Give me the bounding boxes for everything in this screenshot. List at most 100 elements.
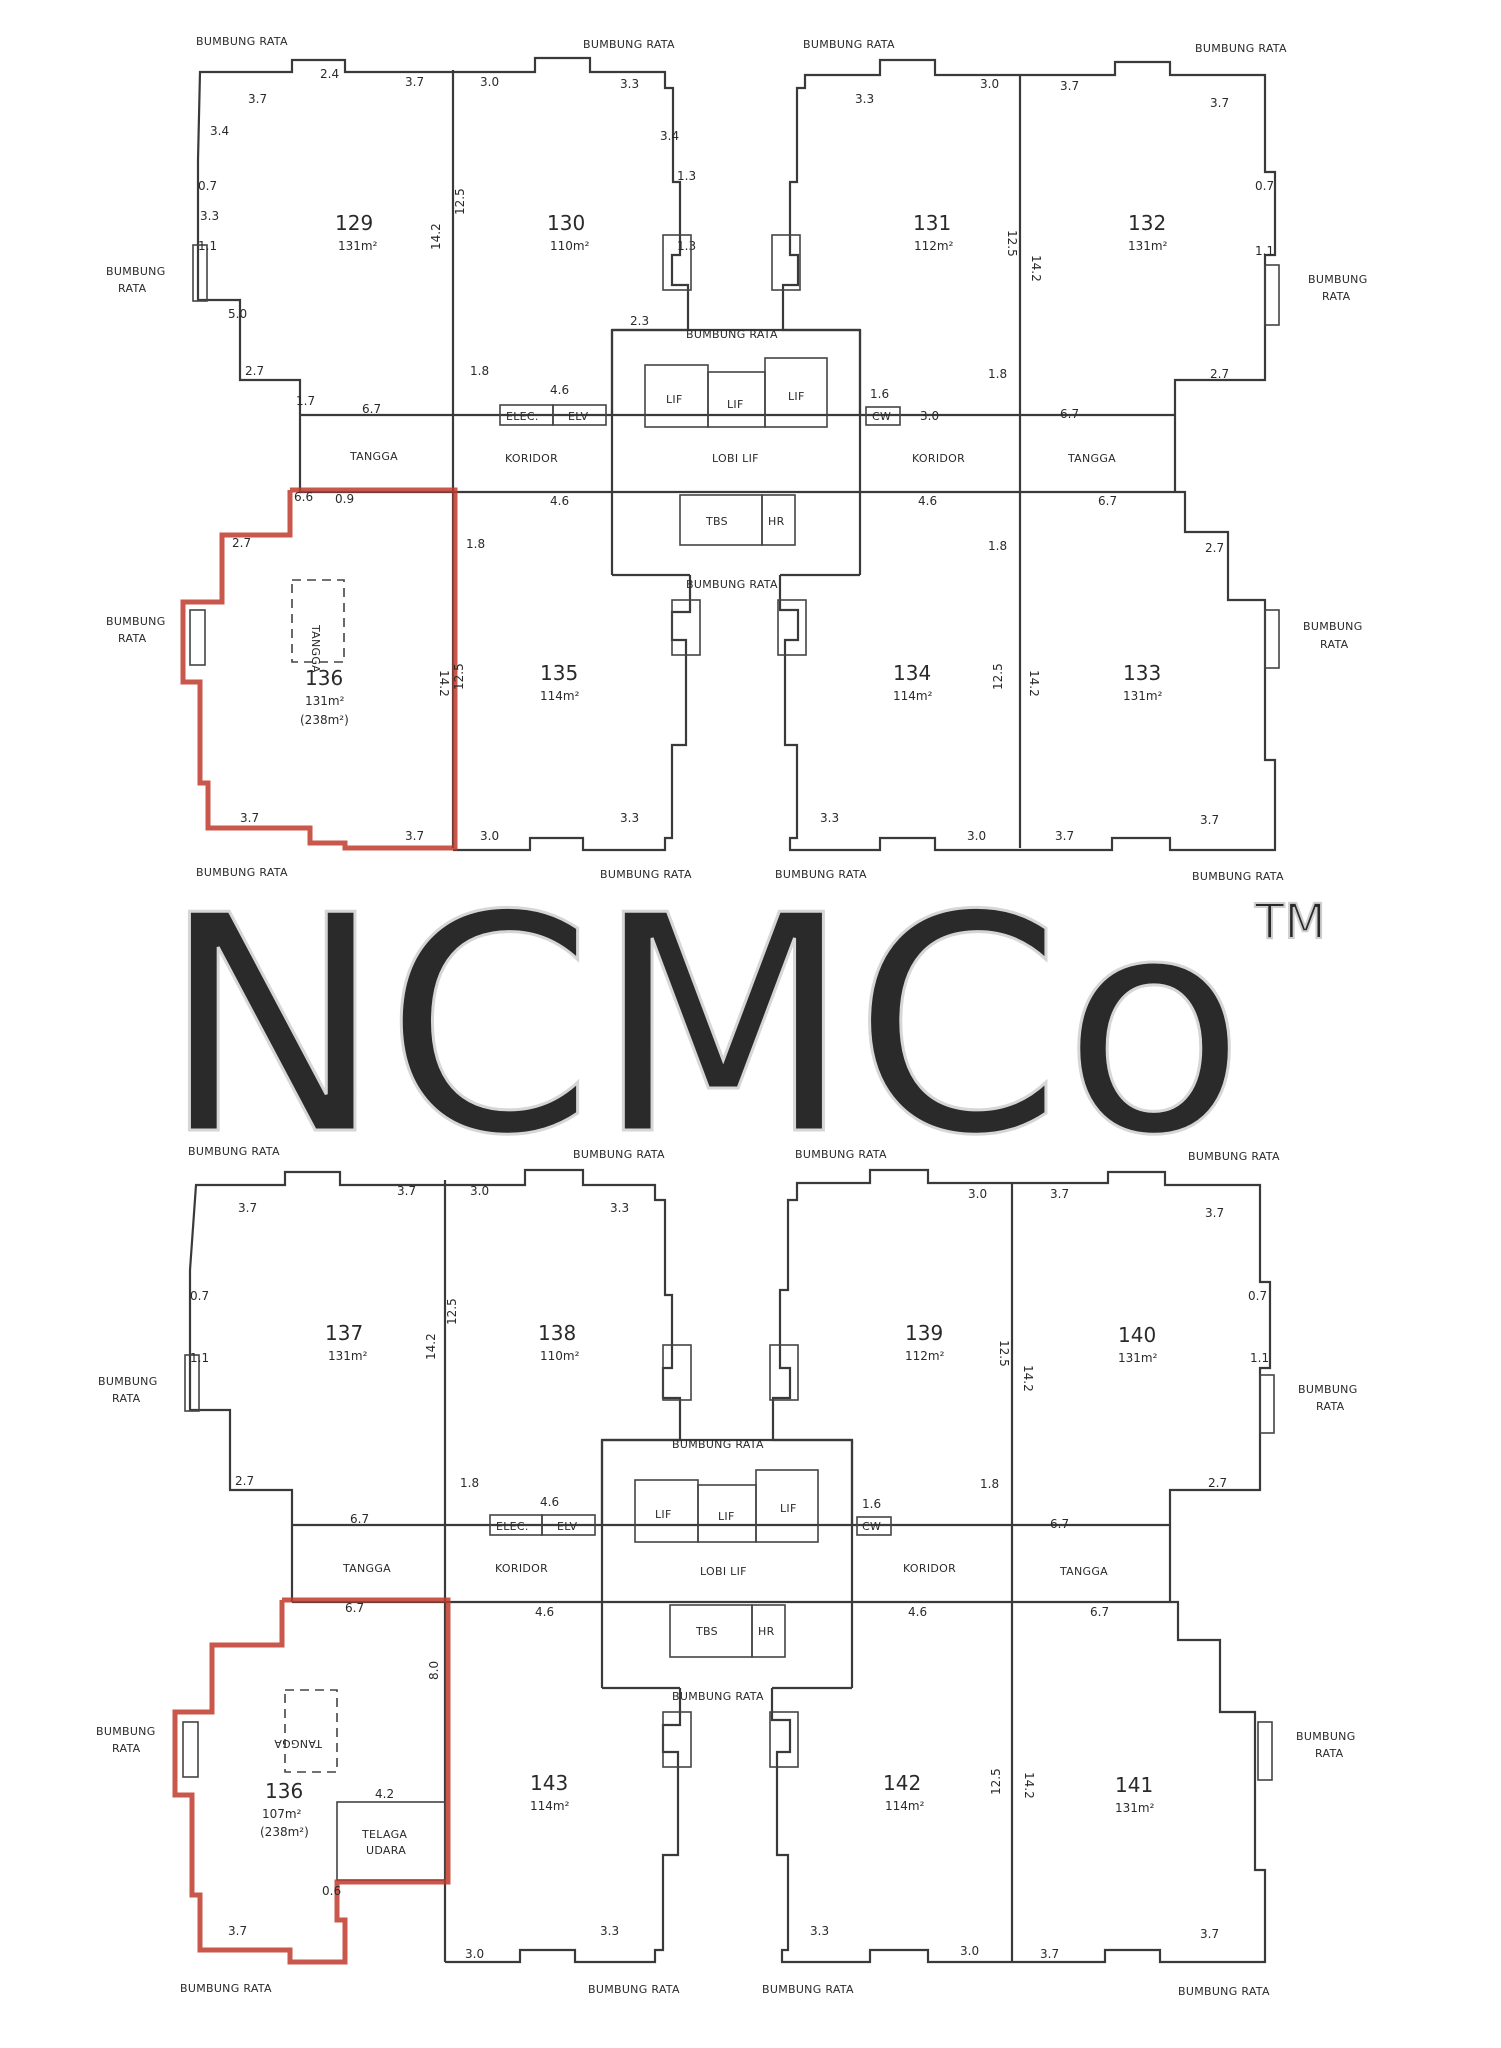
cw-label: CW xyxy=(862,1520,881,1533)
watermark: NCMCo TM xyxy=(159,851,1327,1203)
dimension: 3.7 xyxy=(1210,96,1229,110)
dimension: 1.3 xyxy=(677,239,696,253)
roof-label: BUMBUNG RATA xyxy=(188,1145,280,1158)
stairs-label-right: TANGGA xyxy=(1067,452,1116,465)
unit-134-area: 114m² xyxy=(893,689,933,703)
roof-label: BUMBUNG xyxy=(1308,273,1368,286)
unit-138-number: 138 xyxy=(538,1321,576,1345)
dimension: 4.2 xyxy=(375,1787,394,1801)
dimension: 3.0 xyxy=(968,1187,987,1201)
dimension: 0.7 xyxy=(190,1289,209,1303)
dimension: 4.6 xyxy=(535,1605,554,1619)
stair-inner-label: TANGGA xyxy=(309,624,322,673)
dimension: 3.7 xyxy=(1200,1927,1219,1941)
dimension: 4.6 xyxy=(908,1605,927,1619)
corridor-label-right: KORIDOR xyxy=(912,452,965,465)
unit-142-number: 142 xyxy=(883,1771,921,1795)
dimension: 6.7 xyxy=(350,1512,369,1526)
roof-label: BUMBUNG xyxy=(1298,1383,1358,1396)
dimension: 14.2 xyxy=(1021,1365,1035,1392)
roof-label: BUMBUNG xyxy=(1296,1730,1356,1743)
dimension: 4.6 xyxy=(540,1495,559,1509)
roof-label: BUMBUNG RATA xyxy=(672,1438,764,1451)
unit-136-number: 136 xyxy=(305,666,343,690)
unit-133-area: 131m² xyxy=(1123,689,1163,703)
dimension: 3.4 xyxy=(660,129,679,143)
dimension: 0.7 xyxy=(1255,179,1274,193)
roof-label: BUMBUNG RATA xyxy=(672,1690,764,1703)
dimension: 14.2 xyxy=(1027,670,1041,697)
dimension: 12.5 xyxy=(445,1298,459,1325)
roof-label: BUMBUNG RATA xyxy=(196,866,288,879)
dimension: 2.7 xyxy=(1208,1476,1227,1490)
dimension: 3.7 xyxy=(1040,1947,1059,1961)
roof-label: BUMBUNG RATA xyxy=(573,1148,665,1161)
roof-label: BUMBUNG RATA xyxy=(795,1148,887,1161)
elv-label: ELV xyxy=(557,1520,577,1533)
unit-132-area: 131m² xyxy=(1128,239,1168,253)
roof-label: RATA xyxy=(1320,638,1349,651)
dimension: 6.7 xyxy=(1060,407,1079,421)
unit-142-area: 114m² xyxy=(885,1799,925,1813)
stairs-label-right: TANGGA xyxy=(1059,1565,1108,1578)
unit-130-area: 110m² xyxy=(550,239,590,253)
unit-136-area: 131m² xyxy=(305,694,345,708)
unit-141-area: 131m² xyxy=(1115,1801,1155,1815)
dimension: 12.5 xyxy=(997,1340,1011,1367)
roof-label: BUMBUNG RATA xyxy=(686,328,778,341)
dimension: 3.0 xyxy=(480,829,499,843)
dimension: 3.3 xyxy=(820,811,839,825)
unit-136b-area: 107m² xyxy=(262,1807,302,1821)
roof-label: RATA xyxy=(112,1742,141,1755)
dimension: 6.7 xyxy=(362,402,381,416)
unit-129-number: 129 xyxy=(335,211,373,235)
unit-140-area: 131m² xyxy=(1118,1351,1158,1365)
dimension: 3.7 xyxy=(1060,79,1079,93)
dimension: 3.0 xyxy=(967,829,986,843)
unit-133-number: 133 xyxy=(1123,661,1161,685)
roof-label: BUMBUNG RATA xyxy=(583,38,675,51)
dimension: 3.0 xyxy=(980,77,999,91)
watermark-tm: TM xyxy=(1254,894,1326,950)
roof-label: BUMBUNG RATA xyxy=(1178,1985,1270,1998)
stairs-label-left: TANGGA xyxy=(349,450,398,463)
dimension: 3.3 xyxy=(810,1924,829,1938)
roof-label: BUMBUNG RATA xyxy=(1195,42,1287,55)
dimension: 14.2 xyxy=(437,670,451,697)
lift-label-2: LIF xyxy=(727,398,744,411)
dimension: 3.0 xyxy=(465,1947,484,1961)
dimension: 1.3 xyxy=(677,169,696,183)
dimension: 12.5 xyxy=(1005,230,1019,257)
dimension: 3.7 xyxy=(405,829,424,843)
unit-136b-total-area: (238m²) xyxy=(260,1825,309,1839)
highlight-unit-136-top xyxy=(180,487,458,851)
lift-label-3: LIF xyxy=(780,1502,797,1515)
roof-label: BUMBUNG xyxy=(106,615,166,628)
lobby-label: LOBI LIF xyxy=(700,1565,747,1578)
stair-dashed-box xyxy=(291,579,345,663)
air-well-label-b: UDARA xyxy=(366,1844,406,1857)
dimension: 0.7 xyxy=(1248,1289,1267,1303)
unit-131-area: 112m² xyxy=(914,239,954,253)
dimension: 1.8 xyxy=(980,1477,999,1491)
dimension: 0.7 xyxy=(198,179,217,193)
hr-label: HR xyxy=(758,1625,775,1638)
lift-label-2: LIF xyxy=(718,1510,735,1523)
dimension: 3.7 xyxy=(1205,1206,1224,1220)
cw-room xyxy=(865,406,901,426)
dimension: 1.6 xyxy=(870,387,889,401)
dimension: 5.0 xyxy=(228,307,247,321)
roof-label: BUMBUNG xyxy=(98,1375,158,1388)
tbs-label: TBS xyxy=(695,1625,718,1638)
dimension: 1.8 xyxy=(466,537,485,551)
dimension: 12.5 xyxy=(991,663,1005,690)
dimension: 3.3 xyxy=(855,92,874,106)
dimension: 1.1 xyxy=(190,1351,209,1365)
dimension: 0.9 xyxy=(335,492,354,506)
unit-139-area: 112m² xyxy=(905,1349,945,1363)
dimension: 3.3 xyxy=(600,1924,619,1938)
lift-label-1: LIF xyxy=(666,393,683,406)
hr-label: HR xyxy=(768,515,785,528)
stairs-label-left: TANGGA xyxy=(342,1562,391,1575)
dimension: 1.8 xyxy=(460,1476,479,1490)
